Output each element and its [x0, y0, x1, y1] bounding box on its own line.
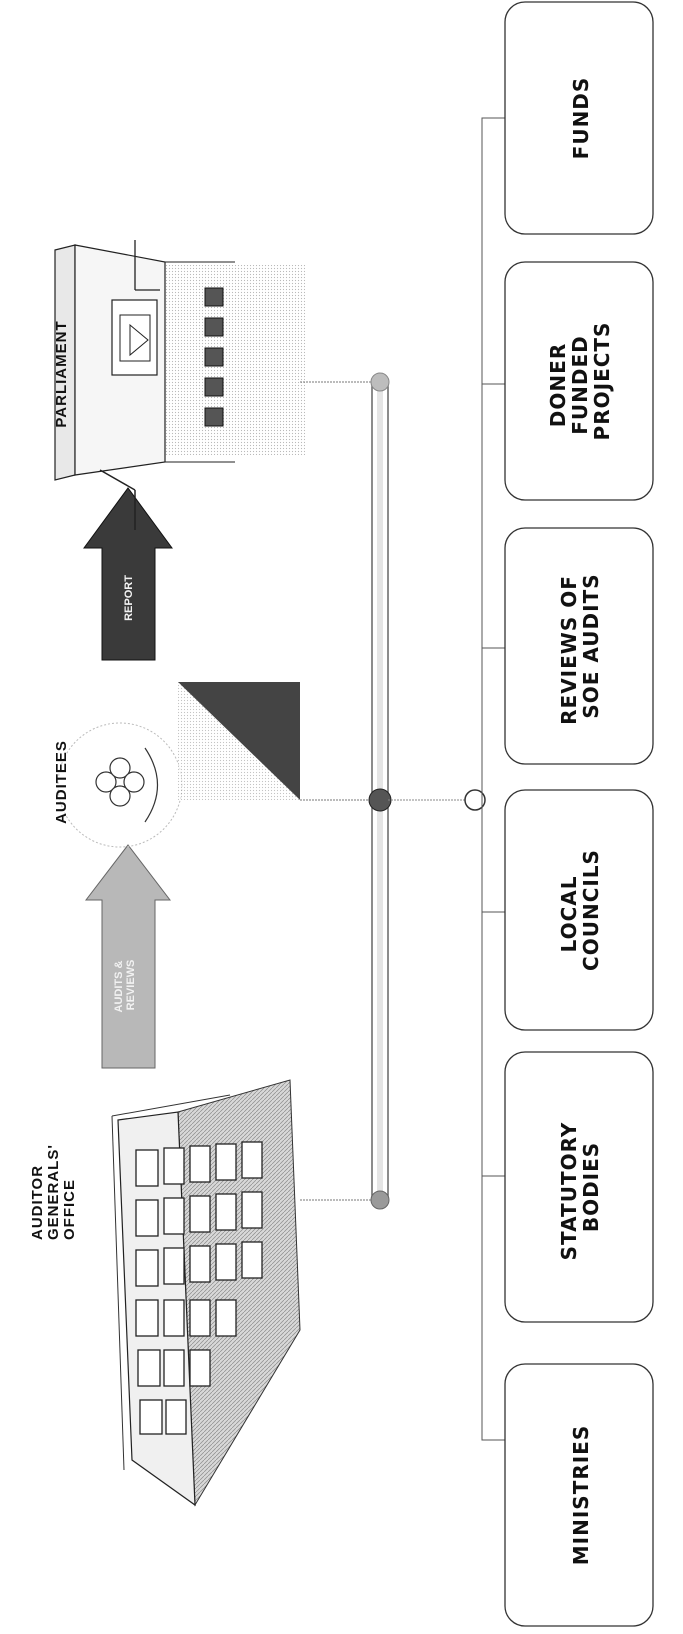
box-label-funds: FUNDS	[569, 77, 593, 160]
auditor-office-building-icon	[112, 1080, 300, 1505]
audits-arrow-icon	[86, 845, 170, 1068]
box-label-councils: COUNCILS	[579, 849, 603, 971]
svg-text:DONER FUNDED PROJECTS: DONER FUNDED PROJECTS	[546, 322, 614, 441]
svg-text:REVIEWS OF SOE AUDITS: REVIEWS OF SOE AUDITS	[557, 567, 603, 725]
box-label-statutory: STATUTORY	[557, 1122, 581, 1261]
report-arrow-icon	[84, 488, 172, 660]
box-label-bodies: BODIES	[579, 1142, 603, 1232]
auditees-node	[369, 789, 391, 811]
audits-arrow-label: REVIEWS	[125, 960, 137, 1011]
svg-text:AUDITOR GENERALS' OFFI: AUDITOR GENERALS' OFFICE	[29, 1139, 78, 1240]
box-label-doner: DONER	[546, 343, 570, 427]
box-label-soe-audits: SOE AUDITS	[579, 573, 603, 718]
auditees-people-icon	[58, 723, 182, 847]
parliament-node	[371, 373, 389, 391]
box-label-projects: PROJECTS	[590, 322, 614, 441]
audits-arrow-label: AUDITS &	[113, 961, 125, 1013]
office-node	[371, 1191, 389, 1209]
svg-text:AUDITS & REVIEWS: AUDITS & REVIEWS	[113, 957, 137, 1012]
parliament-building-icon	[55, 240, 305, 530]
office-label-line3: OFFICE	[61, 1179, 78, 1240]
office-label-line2: GENERALS'	[45, 1144, 62, 1240]
box-label-local: LOCAL	[557, 876, 581, 953]
auditees-label: AUDITEES	[53, 740, 70, 824]
box-label-funded: FUNDED	[568, 335, 592, 435]
box-label-ministries: MINISTRIES	[569, 1425, 593, 1565]
report-arrow-label: REPORT	[123, 575, 135, 621]
box-label-reviews-of: REVIEWS OF	[557, 575, 581, 725]
svg-text:FUNDS: FUNDS	[569, 77, 593, 160]
svg-text:MINISTRIES: MINISTRIES	[569, 1425, 593, 1565]
parliament-label: PARLIAMENT	[53, 320, 70, 427]
office-label-line1: AUDITOR	[29, 1165, 46, 1240]
